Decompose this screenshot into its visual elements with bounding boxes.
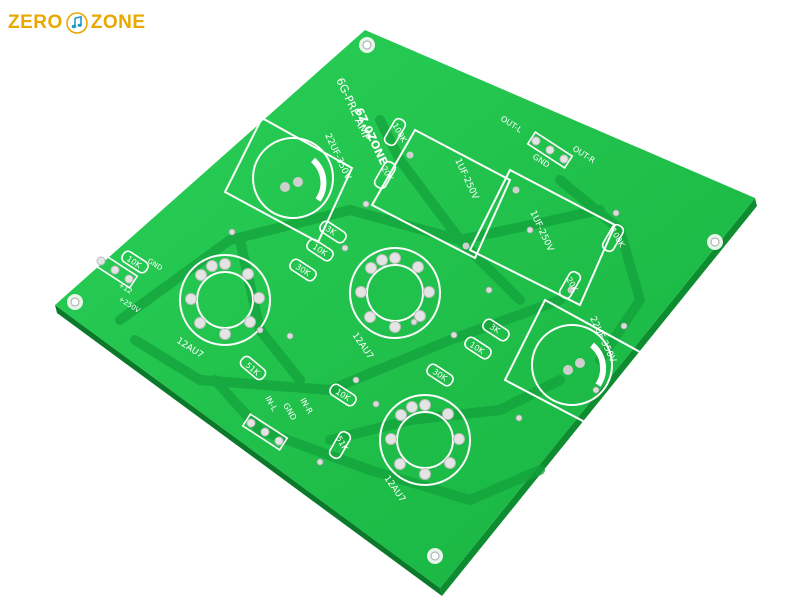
resistors bbox=[121, 117, 625, 460]
resistor-7 bbox=[239, 355, 267, 381]
logo-word-left: ZERO bbox=[8, 12, 63, 33]
resistor-10 bbox=[426, 363, 454, 387]
board-edge bbox=[55, 305, 442, 596]
logo-word-right: ZONE bbox=[90, 12, 146, 33]
resistor-6 bbox=[121, 250, 149, 274]
brand-logo: ZERO ZONE bbox=[8, 8, 146, 38]
resistor-1 bbox=[383, 117, 407, 147]
resistor-3 bbox=[319, 220, 347, 244]
resistor-4 bbox=[306, 238, 334, 262]
resistor-2 bbox=[373, 160, 397, 190]
vias bbox=[228, 200, 628, 466]
resistor-14 bbox=[329, 383, 357, 407]
resistor-8 bbox=[482, 318, 510, 342]
resistor-5 bbox=[289, 258, 317, 282]
music-note-icon bbox=[65, 12, 88, 34]
pcb-board bbox=[55, 30, 755, 588]
resistor-11 bbox=[328, 430, 352, 460]
mounting-holes bbox=[67, 37, 723, 564]
resistor-13 bbox=[558, 270, 582, 300]
board-edge-right bbox=[440, 198, 757, 596]
resistor-12 bbox=[601, 223, 625, 253]
resistor-9 bbox=[464, 336, 492, 360]
